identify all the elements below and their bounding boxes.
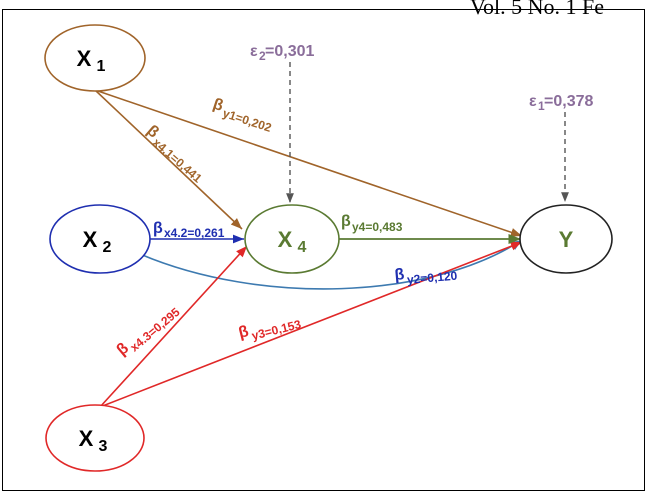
svg-text:=0,301: =0,301 (265, 43, 314, 60)
svg-text:β: β (237, 323, 251, 342)
node-x2: X 2 (49, 204, 151, 274)
error-e2-label: ε 2 =0,301 (250, 43, 314, 63)
edge-x3-y (99, 241, 523, 408)
node-x3: X 3 (45, 404, 145, 472)
svg-text:β: β (153, 220, 163, 237)
svg-text:4: 4 (298, 239, 307, 256)
coef-x42-label: β x4.2=0,261 (153, 220, 225, 240)
svg-text:2: 2 (103, 239, 112, 256)
svg-text:X: X (77, 46, 92, 71)
svg-text:1: 1 (538, 99, 545, 113)
svg-text:y2=0,120: y2=0,120 (406, 269, 458, 287)
diagram-frame (2, 9, 645, 491)
svg-text:1: 1 (97, 58, 106, 75)
edge-x2-y (139, 239, 523, 290)
coef-x41-label: β x4.1=0,441 (143, 122, 205, 186)
svg-text:ε: ε (529, 93, 537, 110)
svg-text:x4.1=0,441: x4.1=0,441 (150, 135, 205, 185)
node-y: Y (519, 204, 613, 274)
svg-text:2: 2 (259, 49, 266, 63)
svg-text:y1=0,202: y1=0,202 (221, 106, 274, 135)
edge-x1-y (94, 89, 523, 237)
svg-text:X: X (278, 227, 293, 252)
svg-text:β: β (394, 266, 405, 284)
edge-x3-x4 (99, 245, 248, 408)
svg-text:X: X (79, 426, 94, 451)
coef-y4-label: β y4=0,483 (341, 213, 403, 234)
svg-text:y4=0,483: y4=0,483 (352, 220, 403, 234)
svg-text:=0,378: =0,378 (544, 93, 593, 110)
coef-x43-label: β x4.3=0,295 (114, 305, 183, 359)
svg-text:Y: Y (559, 227, 574, 252)
error-e1-label: ε 1 =0,378 (529, 93, 593, 113)
svg-text:β: β (341, 213, 351, 230)
node-x4: X 4 (244, 204, 340, 274)
svg-text:y3=0,153: y3=0,153 (250, 317, 303, 343)
svg-text:3: 3 (99, 438, 108, 455)
coef-y2-label: β y2=0,120 (394, 266, 458, 287)
node-x1: X 1 (44, 24, 146, 92)
edge-x1-x4 (94, 89, 243, 230)
svg-text:ε: ε (250, 43, 258, 60)
svg-text:x4.2=0,261: x4.2=0,261 (164, 226, 225, 240)
svg-text:X: X (83, 227, 98, 252)
coef-y1-label: β y1=0,202 (211, 96, 274, 135)
